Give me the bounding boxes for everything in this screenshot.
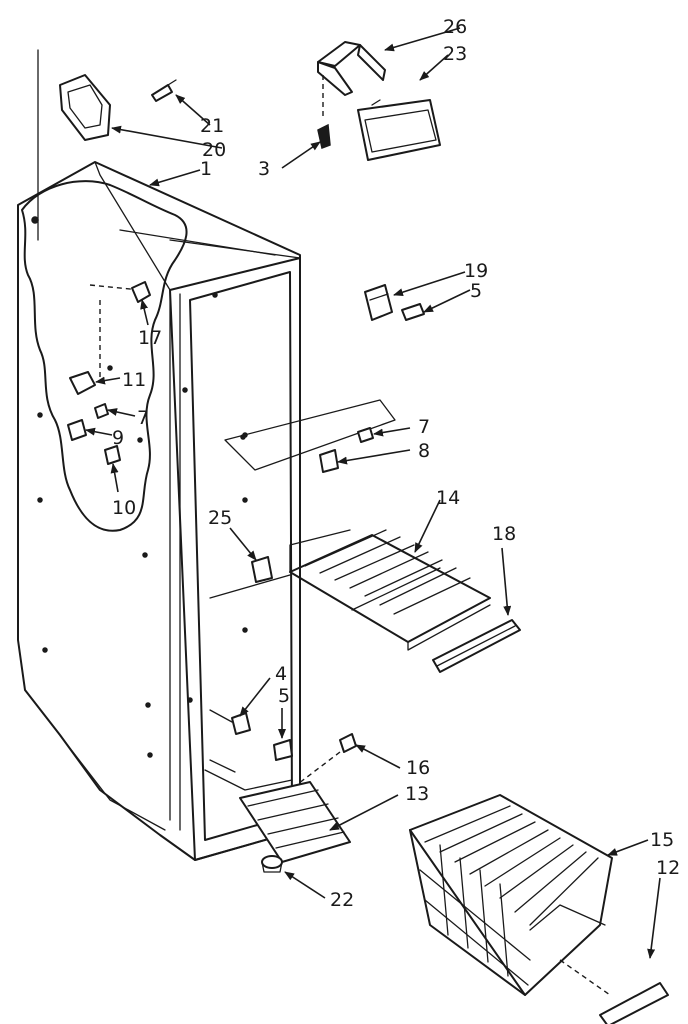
callout-12: 12 <box>656 857 680 879</box>
callout-labels: 1 3 4 5 5 7 7 8 9 10 11 12 13 14 15 16 1… <box>112 16 680 911</box>
shelf-support-panel <box>224 399 396 471</box>
freezer-liner <box>17 161 301 861</box>
callout-5-bottom: 5 <box>278 685 290 707</box>
screw-part-5-top <box>401 303 425 321</box>
clip-part-11 <box>69 365 113 395</box>
callout-25: 25 <box>208 507 232 529</box>
callout-23: 23 <box>443 43 467 65</box>
callout-26: 26 <box>443 16 467 38</box>
light-cover-part-23 <box>357 99 441 161</box>
screw-part-3 <box>317 123 331 150</box>
wire-shelf-part-14 <box>289 529 491 651</box>
callout-5-top: 5 <box>470 280 482 302</box>
callout-3: 3 <box>258 158 270 180</box>
screw-part-21 <box>151 79 177 102</box>
callout-19: 19 <box>464 260 488 282</box>
callout-10: 10 <box>112 497 136 519</box>
clip-part-4 <box>209 709 251 735</box>
leveling-foot-part-22 <box>261 855 283 873</box>
callout-22: 22 <box>330 889 354 911</box>
callout-8: 8 <box>418 440 430 462</box>
base-grille-part-13 <box>239 781 351 863</box>
callout-11: 11 <box>122 369 146 391</box>
callout-14: 14 <box>436 487 460 509</box>
callout-1: 1 <box>200 158 212 180</box>
leader-arrows <box>85 27 661 959</box>
clip-part-7-left <box>94 403 109 419</box>
callout-7-right: 7 <box>418 416 430 438</box>
callout-4: 4 <box>275 663 287 685</box>
clip-part-8 <box>319 449 339 473</box>
wire-basket-part-15 <box>409 794 613 996</box>
callout-13: 13 <box>405 783 429 805</box>
callout-15: 15 <box>650 829 674 851</box>
clip-part-7-right <box>357 427 374 443</box>
clip-part-17 <box>131 281 151 303</box>
callout-17: 17 <box>138 327 162 349</box>
liner-handle-part-20 <box>37 49 111 241</box>
screw-part-5-bottom <box>273 739 293 761</box>
basket-trim-part-12 <box>559 959 669 1024</box>
callout-9: 9 <box>112 427 124 449</box>
clip-part-9 <box>67 419 87 441</box>
callout-18: 18 <box>492 523 516 545</box>
callout-21: 21 <box>200 115 224 137</box>
callout-20: 20 <box>202 139 226 161</box>
callout-7-left: 7 <box>137 407 149 429</box>
callout-16: 16 <box>406 757 430 779</box>
clip-part-10 <box>104 445 121 465</box>
thermostat-part-19 <box>364 284 393 321</box>
shelf-trim-part-18 <box>432 619 521 673</box>
clip-part-25 <box>209 556 291 599</box>
bracket-part-26 <box>317 41 386 120</box>
